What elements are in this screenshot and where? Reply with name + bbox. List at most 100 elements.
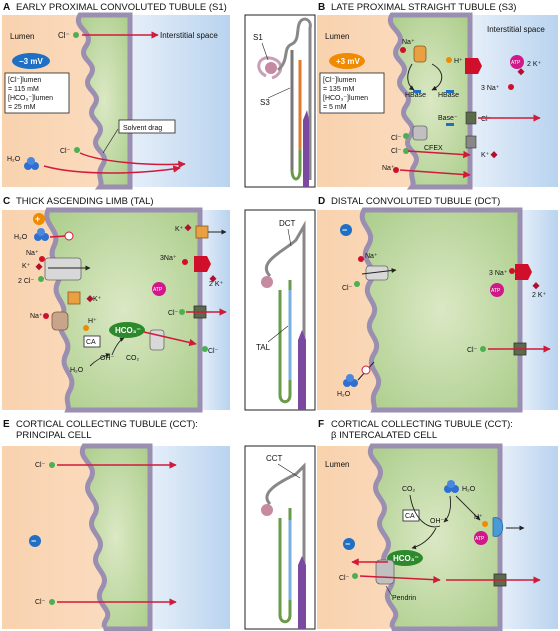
panel-b-concentration-box xyxy=(319,72,385,114)
panel-f: F CORTICAL COLLECTING TUBULE (CCT): β IN… xyxy=(317,419,558,631)
panel-b-potential: +3 mV xyxy=(336,57,360,66)
panel-b-hbase-2: HBase xyxy=(438,92,459,99)
base-icon xyxy=(446,90,454,93)
panel-b-interstitium-bg xyxy=(470,15,558,187)
panel-a-concentration-box xyxy=(4,72,70,114)
pendrin-pointer xyxy=(385,585,393,597)
na-k-atpase xyxy=(515,264,532,280)
chloride-icon xyxy=(480,346,486,352)
panel-c-positive-charge xyxy=(33,213,45,225)
panel-a-cl-label: Cl⁻ xyxy=(58,31,70,40)
s3-pointer xyxy=(267,87,291,99)
chloride-icon xyxy=(73,32,79,38)
chloride-icon xyxy=(352,573,358,579)
panel-b-na-paracellular-arrow xyxy=(399,169,471,179)
potassium-icon xyxy=(532,282,540,290)
panel-d-3na-label: 3 Na⁺ xyxy=(489,270,508,277)
panel-a-h2o-label: H₂O xyxy=(7,156,21,163)
panel-a-interstitial-label: Interstitial space xyxy=(160,31,218,40)
nephron-diagram-1: S1 S3 xyxy=(244,14,316,188)
panel-a-hco3-value: = 25 mM xyxy=(8,104,36,111)
panel-b-hbase-cycle-arrow xyxy=(431,63,443,91)
h-atpase-pump xyxy=(492,517,504,537)
panel-b-cl-lumen: [Cl⁻]lumen xyxy=(323,77,356,84)
panel-e-cell xyxy=(79,443,153,631)
panel-b-base-label: Base⁻ xyxy=(438,115,458,122)
panel-f-pendrin-label: Pendrin xyxy=(392,595,416,602)
nephron-ascending xyxy=(290,60,302,181)
panel-b-hbase-cycle-arrow-2 xyxy=(407,63,415,91)
panel-b-interstitial-label: Interstitial space xyxy=(487,25,545,34)
nhe3-exchanger xyxy=(51,311,69,331)
panel-c-k2-label: K⁺ xyxy=(93,296,102,303)
ncc-cotransporter xyxy=(365,265,389,281)
panel-a-cl-drag-arrow xyxy=(79,152,186,169)
chloride-icon xyxy=(49,599,55,605)
panel-a-cl2-label: Cl⁻ xyxy=(60,148,71,155)
panel-f-co2-label: CO₂ xyxy=(402,486,416,493)
panel-a-cell xyxy=(75,12,133,190)
panel-d-cl-label: Cl⁻ xyxy=(342,285,353,292)
panel-a-solvent-drag-box xyxy=(118,119,176,134)
no-entry-icon xyxy=(361,365,371,375)
panel-b-2k-label: 2 K⁺ xyxy=(527,61,542,68)
panel-c-h2o2-label: H₂O xyxy=(70,367,84,374)
panel-d-na-label: Na⁺ xyxy=(365,253,378,260)
negative-sign-icon: − xyxy=(342,225,347,235)
panel-b-hbase-1: HBase xyxy=(405,92,426,99)
panel-a-water-arrow xyxy=(43,165,181,174)
nephron-tube xyxy=(265,462,306,620)
positive-sign-icon: + xyxy=(35,214,40,224)
bicarbonate-icon xyxy=(387,550,423,566)
panel-b-cl2-label: Cl⁻ xyxy=(391,148,402,155)
base-icon xyxy=(413,90,421,93)
atp-icon xyxy=(474,531,488,545)
panel-f-lumen-label: Lumen xyxy=(325,460,349,469)
panel-b-cl-value: = 135 mM xyxy=(323,86,354,93)
panel-f-title-1: CORTICAL COLLECTING TUBULE (CCT): xyxy=(331,419,513,430)
chloride-icon xyxy=(354,281,360,287)
potassium-icon xyxy=(209,275,217,283)
panel-e-cl2-label: Cl⁻ xyxy=(35,599,46,606)
sodium-icon xyxy=(400,47,406,53)
panel-c-ca-label: CA xyxy=(86,339,96,346)
atp-icon xyxy=(152,282,166,296)
panel-f-cl-uptake-arrow xyxy=(359,575,441,584)
panel-a-interstitium-bg xyxy=(130,15,230,187)
bicarbonate-icon xyxy=(109,322,145,338)
panel-e-title-1: CORTICAL COLLECTING TUBULE (CCT): xyxy=(16,419,198,430)
panel-c-cl-r-label: Cl⁻ xyxy=(168,310,179,317)
na-k-atpase xyxy=(465,58,482,74)
panel-a-hco3-lumen: [HCO₃⁻]lumen xyxy=(8,95,53,102)
panel-b-cl1-label: Cl⁻ xyxy=(391,135,402,142)
s1-pointer xyxy=(261,42,269,61)
nephron-s3-label: S3 xyxy=(260,98,270,107)
panel-f-water-split-arrow xyxy=(443,495,451,523)
water-icon xyxy=(24,157,39,170)
panel-f-h2o-label: H₂O xyxy=(462,486,476,493)
chloride-icon xyxy=(179,309,185,315)
nephron-s1-label: S1 xyxy=(253,33,263,42)
glomerulus xyxy=(257,56,283,80)
panel-c-title: THICK ASCENDING LIMB (TAL) xyxy=(16,196,154,207)
chloride-icon xyxy=(202,346,208,352)
chloride-icon xyxy=(49,462,55,468)
nephron-diagram-3: CCT xyxy=(244,445,316,630)
cct-pointer xyxy=(277,463,301,479)
panel-c-ca-reaction-arrow xyxy=(111,337,125,356)
base-icon xyxy=(446,123,454,126)
panel-d-atp: ATP xyxy=(491,288,501,294)
panel-c-2k-label: 2 K⁺ xyxy=(209,281,224,288)
glomerulus-tuft xyxy=(265,62,277,74)
atp-icon xyxy=(510,55,524,69)
panel-f-atp: ATP xyxy=(475,536,485,542)
panel-c-hco3-exit-arrow xyxy=(143,331,197,347)
panel-c-h2o-label: H₂O xyxy=(14,234,28,241)
water-icon xyxy=(444,480,459,493)
panel-f-interstitium-bg xyxy=(500,446,558,629)
panel-d-letter: D xyxy=(318,196,325,207)
potassium-icon xyxy=(184,224,192,232)
chloride-icon xyxy=(403,148,409,154)
collecting-duct xyxy=(303,110,309,187)
panel-c-hco3-label: HCO₃⁻ xyxy=(115,326,141,335)
